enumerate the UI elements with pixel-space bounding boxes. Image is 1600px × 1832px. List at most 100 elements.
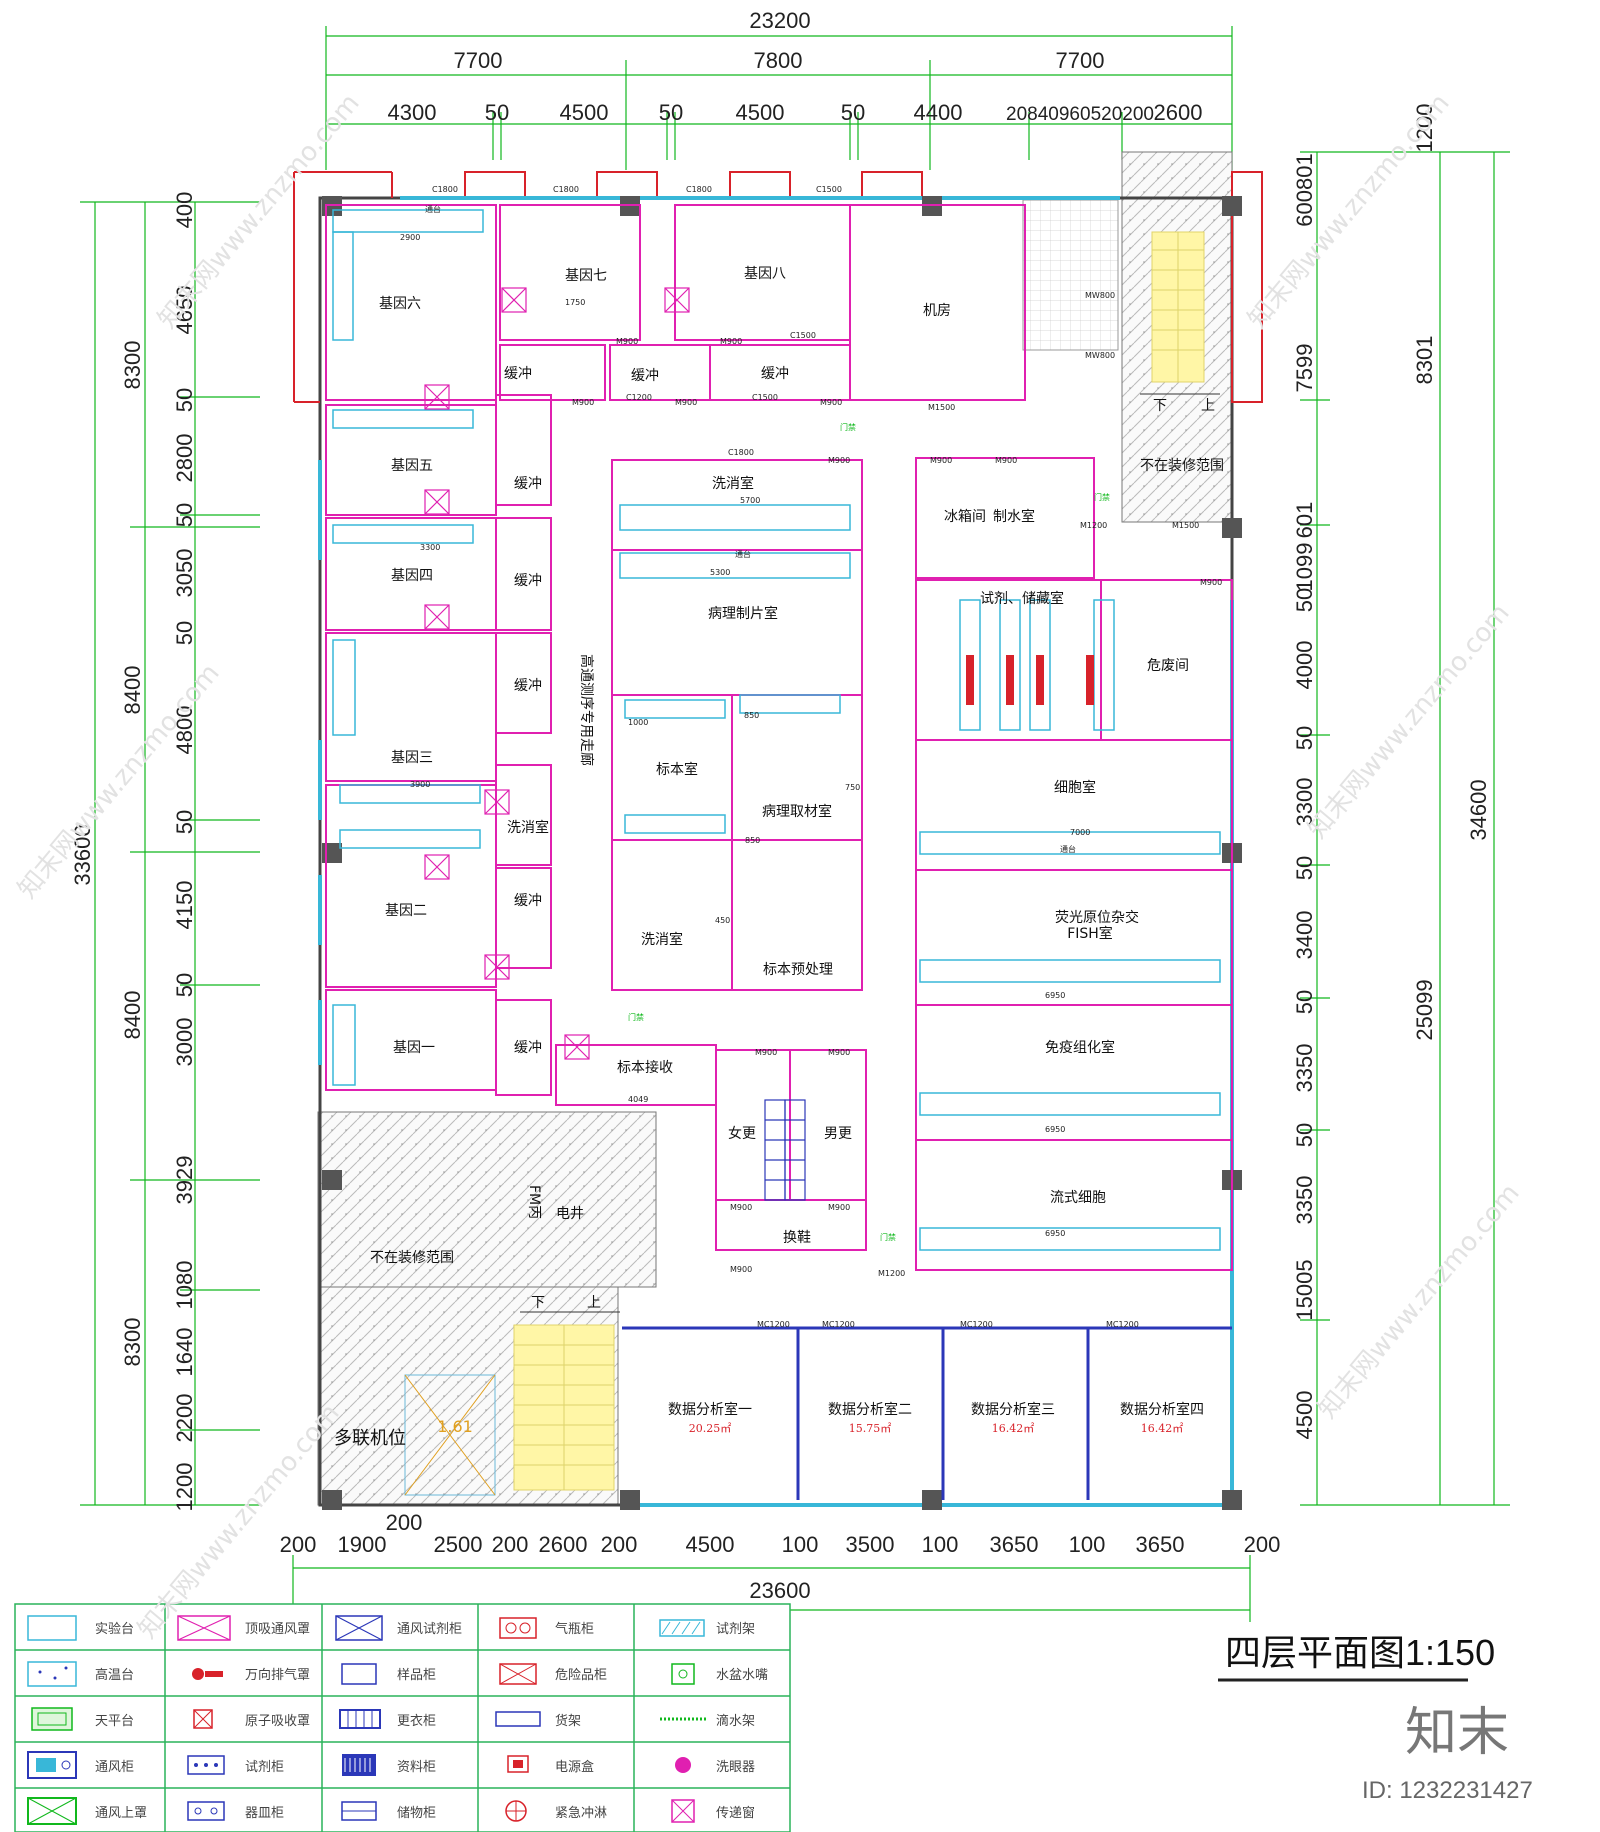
dim-left-detail: 50 bbox=[172, 388, 197, 412]
room-buffer: 缓冲 bbox=[514, 1040, 542, 1056]
pass-box-icon bbox=[671, 1799, 695, 1823]
room-reagent: 试剂、储藏室 bbox=[980, 590, 1064, 607]
legend-label: 顶吸通风罩 bbox=[245, 1622, 310, 1637]
dim-top-detail: 4300 bbox=[388, 100, 437, 125]
room-buffer: 缓冲 bbox=[514, 476, 542, 492]
inner-dim: 6950 bbox=[1045, 1229, 1065, 1238]
stair-down-label: 下 bbox=[531, 1295, 545, 1311]
dim-left-mid: 8400 bbox=[120, 991, 145, 1040]
room-fridge: 冰箱间 bbox=[944, 509, 986, 525]
room-hazard: 危废间 bbox=[1147, 658, 1189, 674]
legend-label: 天平台 bbox=[95, 1714, 134, 1729]
inner-dim: 1000 bbox=[628, 718, 648, 727]
dim-bottom-detail: 100 bbox=[922, 1532, 959, 1557]
hatched-zones bbox=[317, 151, 1233, 1506]
legend-label: 试剂架 bbox=[716, 1622, 755, 1637]
dim-left-detail: 1080 bbox=[172, 1261, 197, 1310]
legend-label: 货架 bbox=[555, 1713, 581, 1729]
legend-label: 资料柜 bbox=[397, 1760, 436, 1775]
inner-dim: 4049 bbox=[628, 1095, 648, 1104]
door-label: M900 bbox=[720, 337, 742, 346]
watermark: 知末网www.znzmo.com bbox=[1242, 88, 1455, 334]
door-label: MC1200 bbox=[1106, 1320, 1139, 1329]
room-data-analysis-3: 数据分析室三 bbox=[971, 1401, 1055, 1418]
inner-dim: 6950 bbox=[1045, 991, 1065, 1000]
room-wash-mid: 洗消室 bbox=[641, 931, 683, 948]
legend-label: 紧急冲淋 bbox=[555, 1806, 607, 1821]
dim-left-detail: 50 bbox=[172, 621, 197, 645]
dim-left-detail: 1640 bbox=[172, 1328, 197, 1377]
room-cell: 细胞室 bbox=[1054, 779, 1096, 796]
room-gene3: 基因三 bbox=[391, 749, 433, 766]
dim-left-mid: 8300 bbox=[120, 341, 145, 390]
dim-bottom-detail: 1900 bbox=[338, 1532, 387, 1557]
legend-label: 滴水架 bbox=[716, 1713, 755, 1729]
dim-left-detail: 3929 bbox=[172, 1156, 197, 1205]
room-immuno: 免疫组化室 bbox=[1045, 1039, 1115, 1056]
benches bbox=[332, 209, 1221, 1251]
room-data-analysis-4: 数据分析室四 bbox=[1120, 1401, 1204, 1418]
room-area: 20.25㎡ bbox=[689, 1422, 732, 1435]
door-label: M900 bbox=[572, 398, 594, 407]
high-temp-bench-icon bbox=[27, 1661, 77, 1687]
dim-left-detail: 400 bbox=[172, 192, 197, 229]
sink-faucet-icon bbox=[671, 1663, 695, 1685]
dim-right-detail: 3300 bbox=[1292, 778, 1317, 827]
title-block: 四层平面图1:150 知末 ID: 1232231427 bbox=[1218, 1632, 1533, 1804]
stair-up-label: 上 bbox=[1201, 398, 1215, 414]
dim-left-detail: 50 bbox=[172, 973, 197, 997]
image-id-label: ID: 1232231427 bbox=[1362, 1777, 1533, 1804]
brand-logo-text: 知末 bbox=[1405, 1703, 1509, 1763]
inner-dim: 2900 bbox=[400, 233, 420, 242]
legend-label: 洗眼器 bbox=[716, 1760, 755, 1775]
legend-label: 样品柜 bbox=[397, 1668, 436, 1683]
dim-right-detail: 3350 bbox=[1292, 1044, 1317, 1093]
door-label: M1500 bbox=[928, 403, 955, 412]
dim-left-detail: 4800 bbox=[172, 706, 197, 755]
dim-right-mid: 1200 bbox=[1412, 104, 1437, 153]
inner-dim: 850 bbox=[744, 711, 759, 720]
room-gene1: 基因一 bbox=[393, 1039, 435, 1056]
room-machine: 机房 bbox=[923, 303, 951, 319]
room-male: 男更 bbox=[824, 1126, 852, 1142]
window-label: C1800 bbox=[686, 185, 712, 194]
legend-label: 危险品柜 bbox=[555, 1668, 607, 1683]
data-analysis-walls bbox=[622, 1326, 1232, 1500]
legend-label: 气瓶柜 bbox=[555, 1621, 594, 1637]
dim-bottom-detail: 4500 bbox=[686, 1532, 735, 1557]
room-gene2: 基因二 bbox=[385, 902, 427, 919]
bench-label: 通台 bbox=[1060, 844, 1076, 854]
door-label: MC1200 bbox=[757, 1320, 790, 1329]
door-label: MW800 bbox=[1085, 351, 1115, 360]
dim-right-detail: 4000 bbox=[1292, 641, 1317, 690]
room-flow: 流式细胞 bbox=[1050, 1190, 1106, 1206]
dim-left-detail: 50 bbox=[172, 503, 197, 527]
fume-hood-icon bbox=[27, 1751, 77, 1779]
dim-bottom-detail: 2600 bbox=[539, 1532, 588, 1557]
dim-left-detail: 3000 bbox=[172, 1018, 197, 1067]
vent-reagent-cabinet-icon bbox=[335, 1615, 383, 1641]
legend-label: 试剂柜 bbox=[245, 1760, 284, 1775]
room-labels: 基因六 基因七 基因八 机房 缓冲 缓冲 缓冲 基因五 缓冲 基因四 缓冲 缓冲… bbox=[334, 265, 1224, 1449]
dim-right-detail: 4500 bbox=[1292, 1391, 1317, 1440]
dim-left-detail: 50 bbox=[172, 810, 197, 834]
legend-label: 高温台 bbox=[95, 1667, 134, 1683]
dim-left-detail: 4650 bbox=[172, 286, 197, 335]
room-buffer: 缓冲 bbox=[514, 573, 542, 589]
access-control-label: 门禁 bbox=[840, 422, 856, 432]
door-label: MC1200 bbox=[822, 1320, 855, 1329]
room-fish-en: FISH室 bbox=[1067, 925, 1113, 942]
room-multi-split: 多联机位 bbox=[334, 1428, 406, 1449]
dim-right-mid: 25099 bbox=[1412, 979, 1437, 1040]
access-control-label: 门禁 bbox=[1094, 492, 1110, 502]
bench-label: 通台 bbox=[735, 549, 751, 559]
room-not-decorated: 不在装修范围 bbox=[370, 1249, 454, 1266]
inner-dim: 1750 bbox=[565, 298, 585, 307]
access-control-label: 门禁 bbox=[628, 1012, 644, 1022]
dim-bottom-detail: 2500 bbox=[434, 1532, 483, 1557]
dim-left-total: 33600 bbox=[70, 824, 95, 885]
legend-label: 通风试剂柜 bbox=[397, 1622, 462, 1637]
reagent-shelf-icon bbox=[187, 1755, 225, 1775]
door-label: M900 bbox=[828, 1048, 850, 1057]
legend-label: 通风柜 bbox=[95, 1760, 134, 1775]
